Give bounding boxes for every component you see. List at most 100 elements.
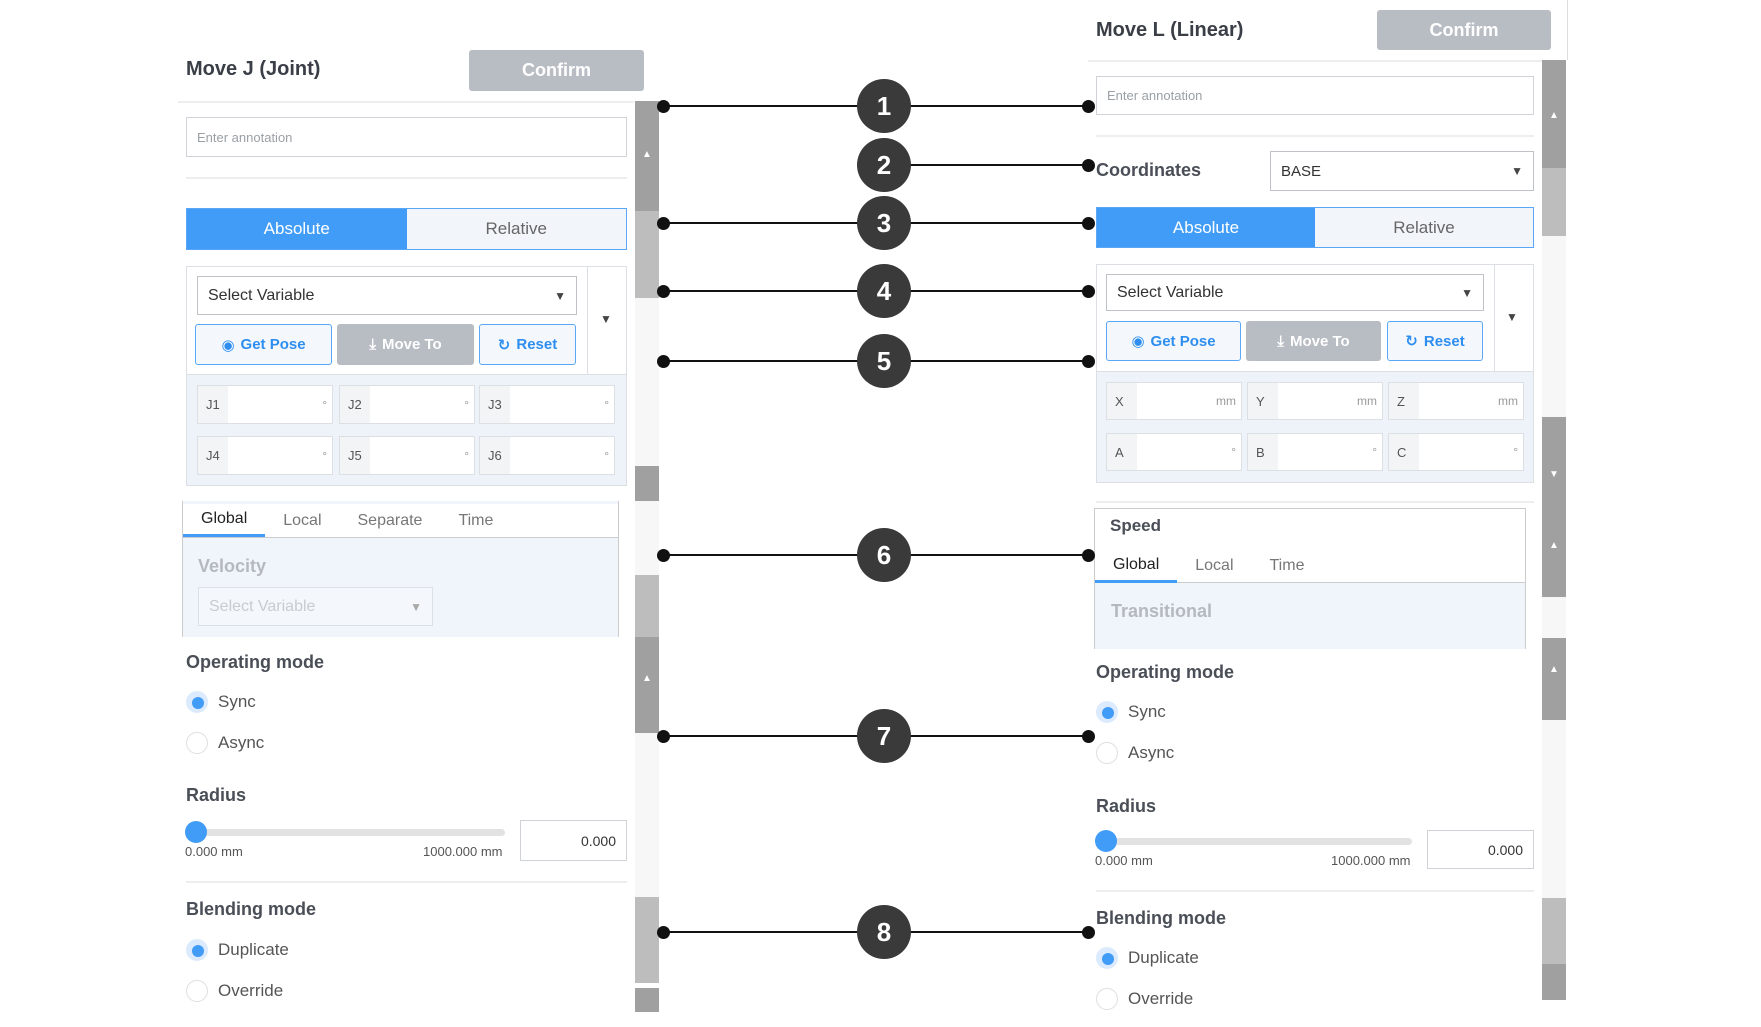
tab-global[interactable]: Global (183, 504, 266, 537)
scrollbar-thumb[interactable] (635, 988, 659, 1012)
connector-line (663, 222, 863, 224)
pose-field-c[interactable]: C° (1388, 433, 1524, 471)
connector-dot (1082, 159, 1095, 172)
get-pose-button[interactable]: ◉Get Pose (1106, 321, 1241, 361)
duplicate-radio[interactable]: Duplicate (186, 939, 289, 961)
relative-tab[interactable]: Relative (1315, 208, 1533, 247)
connector-dot (657, 100, 670, 113)
radius-slider-track[interactable] (195, 829, 505, 836)
sync-radio[interactable]: Sync (186, 691, 256, 713)
pose-field-j3[interactable]: J3° (479, 385, 615, 424)
duplicate-radio[interactable]: Duplicate (1096, 947, 1199, 969)
field-label: Z (1389, 383, 1419, 419)
speed-header (1095, 509, 1525, 583)
select-variable-dropdown[interactable]: Select Variable▼ (197, 276, 577, 315)
annotation-input[interactable]: Enter annotation (1096, 76, 1534, 115)
move-to-button[interactable]: ⤓Move To (1246, 321, 1381, 361)
connector-dot (657, 217, 670, 230)
callout-number: 1 (857, 79, 911, 133)
divider (1096, 890, 1534, 892)
divider (178, 101, 634, 103)
target-icon: ◉ (1131, 333, 1145, 350)
sync-label: Sync (1128, 702, 1166, 721)
scrollbar-track[interactable] (1542, 236, 1566, 417)
expand-chevron-icon[interactable]: ▼ (600, 312, 612, 326)
scrollbar-track[interactable] (1542, 597, 1566, 638)
connector-dot (657, 285, 670, 298)
confirm-button[interactable]: Confirm (469, 50, 644, 91)
chevron-down-icon: ▼ (410, 599, 422, 614)
scrollbar-track[interactable] (1542, 720, 1566, 898)
scrollbar-track[interactable] (635, 298, 659, 466)
reset-button[interactable]: ↻Reset (1387, 321, 1483, 361)
sync-radio[interactable]: Sync (1096, 701, 1166, 723)
connector-dot (1082, 730, 1095, 743)
scrollbar-thumb[interactable] (1542, 168, 1566, 236)
tab-local[interactable]: Local (283, 511, 322, 529)
scrollbar-thumb[interactable]: ▲ (1542, 638, 1566, 720)
annotation-input[interactable]: Enter annotation (186, 117, 627, 157)
scrollbar-thumb[interactable] (635, 575, 659, 637)
scrollbar-track[interactable] (635, 733, 659, 897)
pose-field-j5[interactable]: J5° (339, 436, 475, 475)
connector-dot (1082, 100, 1095, 113)
tab-time[interactable]: Time (1269, 557, 1305, 574)
velocity-select[interactable]: Select Variable▼ (198, 587, 433, 626)
pose-field-j6[interactable]: J6° (479, 436, 615, 475)
radio-unchecked-icon (186, 732, 208, 754)
override-radio[interactable]: Override (1096, 988, 1193, 1010)
radius-slider-thumb[interactable] (185, 821, 207, 843)
radius-slider-thumb[interactable] (1095, 830, 1117, 852)
radius-input[interactable]: 0.000 (1427, 830, 1534, 869)
relative-tab[interactable]: Relative (406, 209, 626, 249)
tab-time[interactable]: Time (458, 511, 494, 529)
tab-separate[interactable]: Separate (357, 511, 423, 529)
tab-global[interactable]: Global (1095, 549, 1178, 583)
async-radio[interactable]: Async (1096, 742, 1174, 764)
reset-button[interactable]: ↻Reset (479, 324, 576, 365)
select-value: BASE (1281, 162, 1322, 180)
override-radio[interactable]: Override (186, 980, 283, 1002)
connector-line (905, 222, 1088, 224)
field-label: J2 (340, 386, 370, 423)
scrollbar-track[interactable] (635, 501, 659, 575)
move-to-button[interactable]: ⤓Move To (337, 324, 474, 365)
blending-mode-label: Blending mode (186, 899, 316, 919)
pose-field-j2[interactable]: J2° (339, 385, 475, 424)
pose-field-j4[interactable]: J4° (197, 436, 333, 475)
scrollbar-thumb[interactable]: ▼▲ (1542, 417, 1566, 597)
transitional-label: Transitional (1111, 601, 1213, 621)
get-pose-button[interactable]: ◉Get Pose (195, 324, 332, 365)
absolute-tab[interactable]: Absolute (187, 209, 407, 249)
callout-number: 7 (857, 709, 911, 763)
field-unit: ° (1231, 445, 1236, 459)
radius-slider-track[interactable] (1105, 838, 1412, 845)
scrollbar-thumb[interactable] (1542, 898, 1566, 964)
field-label: J4 (198, 437, 228, 474)
field-unit: ° (1513, 445, 1518, 459)
scrollbar-thumb[interactable] (635, 211, 659, 298)
pose-field-a[interactable]: A° (1106, 433, 1242, 471)
scrollbar-thumb[interactable]: ▲ (1542, 60, 1566, 168)
select-variable-dropdown[interactable]: Select Variable▼ (1106, 274, 1484, 311)
scrollbar-thumb[interactable] (635, 466, 659, 501)
field-label: C (1389, 434, 1419, 470)
scrollbar-thumb[interactable] (635, 897, 659, 983)
tab-local[interactable]: Local (1195, 557, 1234, 574)
absolute-tab[interactable]: Absolute (1097, 208, 1315, 247)
scrollbar-thumb[interactable]: ▲ (635, 637, 659, 733)
pose-field-b[interactable]: B° (1247, 433, 1383, 471)
confirm-button[interactable]: Confirm (1377, 10, 1551, 50)
pose-field-j1[interactable]: J1° (197, 385, 333, 424)
radius-input[interactable]: 0.000 (520, 820, 627, 861)
scrollbar-thumb[interactable] (1542, 964, 1566, 1000)
radio-checked-icon (186, 691, 208, 713)
expand-chevron-icon[interactable]: ▼ (1506, 310, 1518, 324)
async-radio[interactable]: Async (186, 732, 264, 754)
coordinates-dropdown[interactable]: BASE▼ (1270, 151, 1534, 191)
callout-number: 8 (857, 905, 911, 959)
scrollbar-thumb[interactable]: ▲ (635, 101, 659, 211)
